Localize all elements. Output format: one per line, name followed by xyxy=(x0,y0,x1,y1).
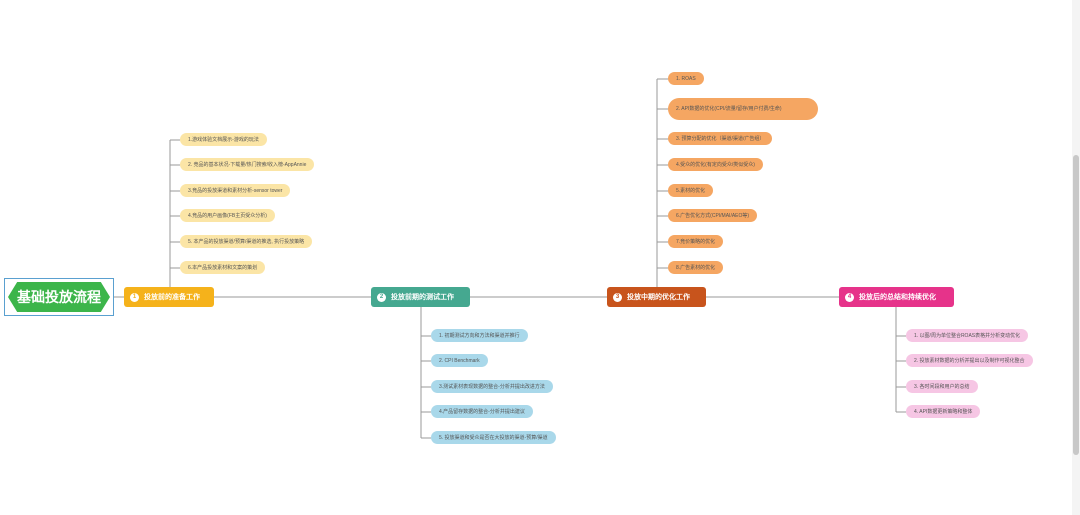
branch-1-item-3[interactable]: 3.竞品的投放渠道和素材分析-sensor tower xyxy=(180,184,291,197)
root-label: 基础投放流程 xyxy=(8,282,110,312)
vertical-scrollbar[interactable] xyxy=(1072,0,1080,515)
branch-1-item-6[interactable]: 6.本产品投放素材和文案的策划 xyxy=(180,261,266,274)
branch-3-number: 3 xyxy=(613,292,622,302)
branch-4-item-2[interactable]: 2. 投放素材数据的分析并提出以及制作可视化整合 xyxy=(906,354,1033,367)
root-node[interactable]: 基础投放流程 xyxy=(4,278,114,316)
branch-2-item-3[interactable]: 3.测试素材表现数据的整合-分析并提出改进方法 xyxy=(431,380,553,393)
branch-3-item-5[interactable]: 5.素材的优化 xyxy=(668,184,714,197)
branch-2-label: 投放前期的测试工作 xyxy=(391,294,454,301)
branch-4-number: 4 xyxy=(845,292,854,302)
branch-4-label: 投放后的总结和持续优化 xyxy=(859,294,936,301)
branch-2-number: 2 xyxy=(377,292,386,302)
branch-1-item-1[interactable]: 1.游戏体验文档展示-游戏的玩法 xyxy=(180,133,267,146)
branch-1-item-2[interactable]: 2. 竞品的基本状况-下载量/热门搜索/收入榜-AppAnnie xyxy=(180,158,315,171)
branch-2-item-1[interactable]: 1. 初期测试方向和方法和渠道并推行 xyxy=(431,329,528,342)
branch-4-node[interactable]: 4 投放后的总结和持续优化 xyxy=(839,287,954,307)
branch-3-item-2[interactable]: 2. API数据的优化(CPI/流量/留存/用户付费/生命) xyxy=(668,98,818,120)
branch-2-item-5[interactable]: 5. 投放渠道和受众是否在大投放的渠道-预算/渠道 xyxy=(431,431,556,444)
branch-1-item-4[interactable]: 4.竞品的用户画像(FB主页受众分析) xyxy=(180,209,275,222)
branch-3-item-3[interactable]: 3. 预算分配的优化（渠道/渠道/广告组） xyxy=(668,132,773,145)
branch-4-item-4[interactable]: 4. API数据更新策略和整体 xyxy=(906,405,981,418)
branch-4-item-3[interactable]: 3. 各时间段和用户的总结 xyxy=(906,380,978,393)
branch-1-node[interactable]: 1 投放前的准备工作 xyxy=(124,287,214,307)
branch-3-item-7[interactable]: 7.竞价策略的优化 xyxy=(668,235,724,248)
branch-3-label: 投放中期的优化工作 xyxy=(627,294,690,301)
scrollbar-thumb[interactable] xyxy=(1073,155,1079,455)
branch-3-node[interactable]: 3 投放中期的优化工作 xyxy=(607,287,706,307)
branch-3-item-8[interactable]: 8.广告素材的优化 xyxy=(668,261,724,274)
branch-1-item-5[interactable]: 5. 本产品的投放渠道/预算/渠道的推选, 执行投放策略 xyxy=(180,235,313,248)
branch-2-item-4[interactable]: 4.产品留存数据的整合-分析并提出建议 xyxy=(431,405,533,418)
branch-1-label: 投放前的准备工作 xyxy=(144,294,200,301)
branch-3-item-1[interactable]: 1. ROAS xyxy=(668,72,704,85)
branch-2-item-2[interactable]: 2. CPI Benchmark xyxy=(431,354,488,367)
branch-4-item-1[interactable]: 1. 以图/周为单位整合ROAS表格并分析变动优化 xyxy=(906,329,1029,342)
branch-3-item-6[interactable]: 6.广告优化方式(CPI/MAI/AEO等) xyxy=(668,209,758,222)
branch-1-number: 1 xyxy=(130,292,139,302)
branch-3-item-4[interactable]: 4.受众的优化(有定向受众/类似受众) xyxy=(668,158,763,171)
branch-2-node[interactable]: 2 投放前期的测试工作 xyxy=(371,287,470,307)
